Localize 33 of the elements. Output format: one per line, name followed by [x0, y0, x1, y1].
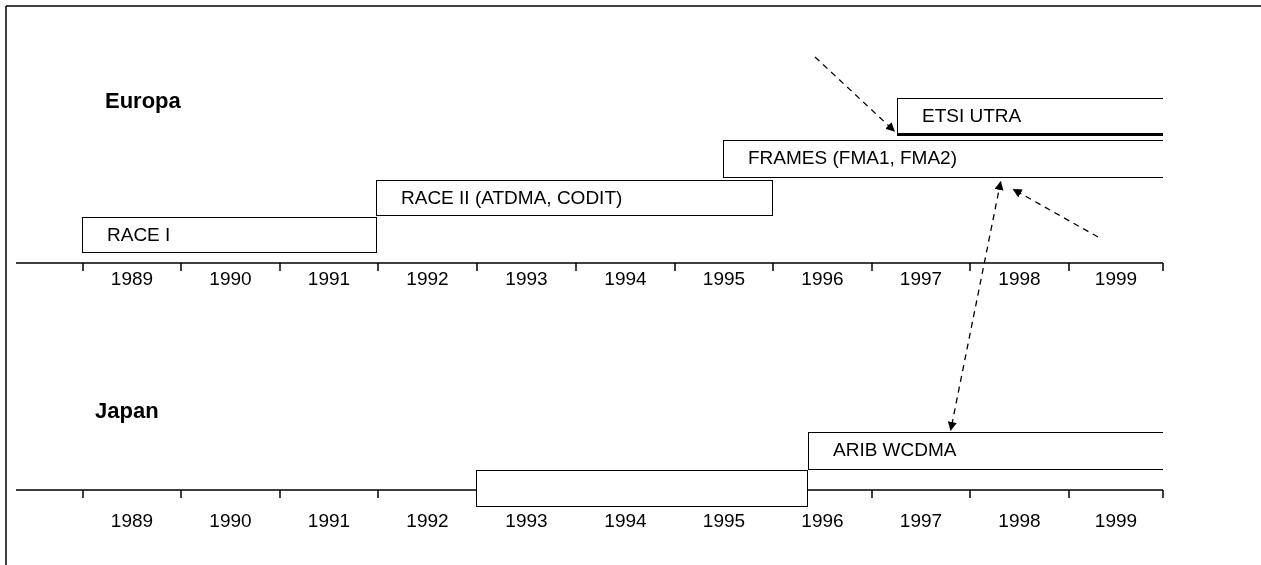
year-label: 1993 — [504, 510, 549, 532]
year-label: 1992 — [405, 510, 450, 532]
timeline-bar — [476, 470, 808, 507]
timeline-bar: RACE I — [82, 217, 377, 253]
dashed-arrow — [1012, 188, 1099, 238]
year-label: 1998 — [997, 268, 1042, 290]
year-label: 1995 — [701, 268, 747, 290]
year-label: 1991 — [306, 510, 352, 532]
timeline-bar: ARIB WCDMA — [808, 432, 1163, 470]
region-heading: Japan — [95, 398, 159, 424]
timeline-bar: RACE II (ATDMA, CODIT) — [376, 180, 773, 216]
year-label: 1994 — [603, 510, 648, 532]
dashed-arrow — [814, 56, 895, 132]
dashed-arrow — [947, 180, 1004, 431]
year-label: 1991 — [306, 268, 352, 290]
region-heading: Europa — [105, 88, 181, 114]
timeline-bar: FRAMES (FMA1, FMA2) — [723, 140, 1163, 178]
year-label: 1989 — [109, 510, 155, 532]
year-label: 1993 — [504, 268, 549, 290]
year-label: 1996 — [800, 510, 845, 532]
timeline-bar: ETSI UTRA — [897, 98, 1163, 136]
year-label: 1997 — [898, 510, 944, 532]
year-label: 1998 — [997, 510, 1042, 532]
year-label: 1997 — [898, 268, 944, 290]
year-label: 1995 — [701, 510, 747, 532]
year-label: 1996 — [800, 268, 845, 290]
year-label: 1989 — [109, 268, 155, 290]
year-label: 1992 — [405, 268, 450, 290]
year-label: 1999 — [1093, 510, 1139, 532]
year-label: 1994 — [603, 268, 648, 290]
year-label: 1990 — [208, 510, 253, 532]
year-label: 1999 — [1093, 268, 1139, 290]
year-label: 1990 — [208, 268, 253, 290]
